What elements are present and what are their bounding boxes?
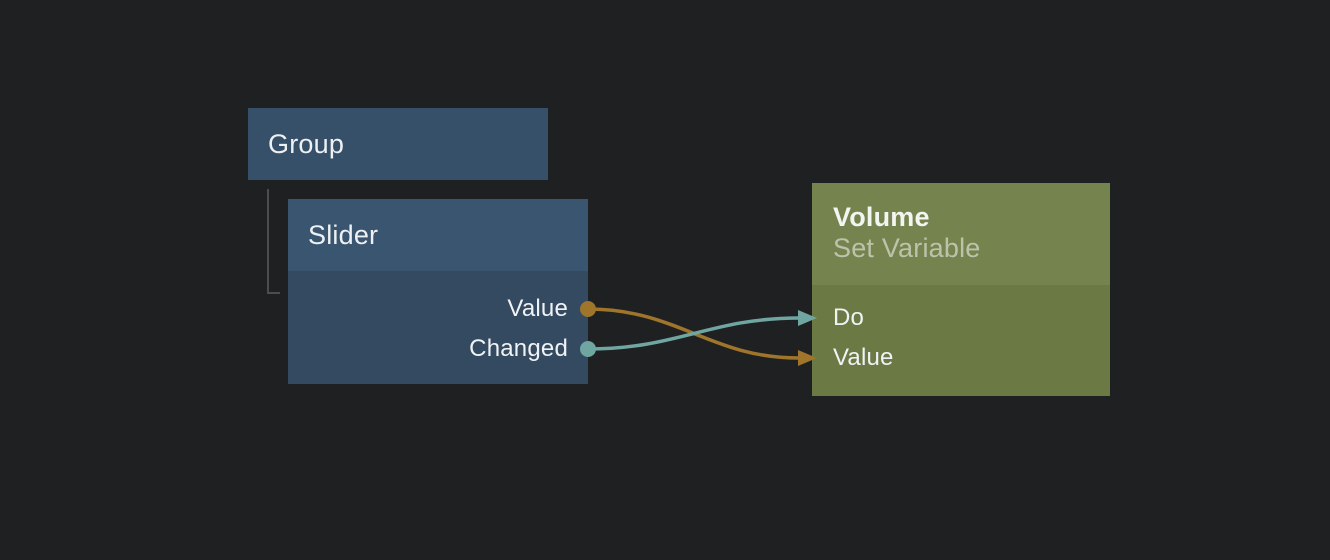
volume-node-header[interactable]: Volume Set Variable [812,183,1110,285]
wire-changed-path[interactable] [587,316,800,351]
slider-node-body: Value Changed [288,271,588,384]
output-port-label-value: Value [507,295,568,322]
wire-slider-value-to-volume-value[interactable] [587,307,817,366]
wire-slider-changed-to-volume-do[interactable] [587,310,817,351]
group-child-elbow-connector [267,189,280,294]
output-port-row-value[interactable]: Value [288,289,588,329]
wire-value-path[interactable] [587,307,800,360]
input-port-row-value[interactable]: Value [812,338,1110,378]
input-port-label-do: Do [833,304,865,331]
volume-node-body: Do Value [812,285,1110,396]
output-port-label-changed: Changed [469,335,568,362]
output-port-row-changed[interactable]: Changed [288,329,588,369]
slider-node-header[interactable]: Slider [288,199,588,271]
node-slider[interactable]: Slider Value Changed [288,199,588,384]
group-node-title: Group [268,128,345,159]
node-group[interactable]: Group [248,108,548,180]
input-port-row-do[interactable]: Do [812,298,1110,338]
volume-node-title: Volume [833,202,930,232]
node-volume[interactable]: Volume Set Variable Do Value [812,183,1110,396]
volume-node-subtitle: Set Variable [833,233,981,263]
input-port-label-value: Value [833,344,894,371]
slider-node-title: Slider [308,219,379,250]
